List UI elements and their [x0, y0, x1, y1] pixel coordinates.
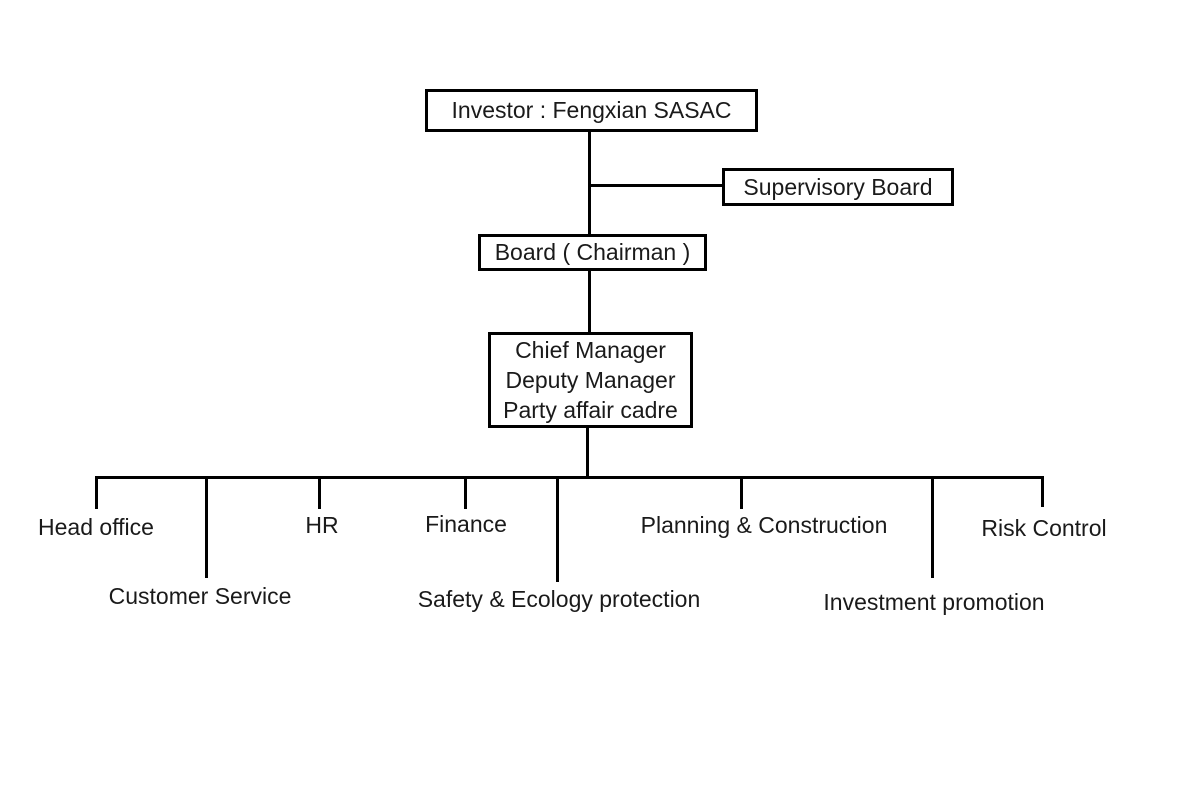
tick-planning-construction	[740, 476, 743, 509]
node-board-chairman: Board ( Chairman )	[478, 234, 707, 271]
connector-investor-to-board	[588, 131, 591, 234]
node-management-line-3: Party affair cadre	[503, 397, 678, 423]
node-supervisory-board: Supervisory Board	[722, 168, 954, 206]
dept-finance: Finance	[425, 511, 507, 537]
dept-risk-control: Risk Control	[981, 515, 1107, 541]
department-bus-line	[95, 476, 1044, 479]
node-investor: Investor : Fengxian SASAC	[425, 89, 758, 132]
dept-safety-ecology-protection: Safety & Ecology protection	[417, 586, 701, 612]
tick-finance	[464, 476, 467, 509]
dept-head-office: Head office	[38, 514, 154, 540]
connector-board-to-management	[588, 270, 591, 334]
tick-hr	[318, 476, 321, 509]
dept-investment-promotion: Investment promotion	[823, 589, 1045, 615]
connector-management-to-bus	[586, 427, 589, 478]
tick-customer-service	[205, 476, 208, 578]
node-management: Chief Manager Deputy Manager Party affai…	[488, 332, 693, 428]
node-management-line-1: Chief Manager	[515, 337, 666, 363]
dept-customer-service: Customer Service	[108, 583, 292, 609]
tick-head-office	[95, 476, 98, 509]
dept-hr: HR	[305, 512, 339, 538]
tick-safety-ecology	[556, 476, 559, 582]
dept-planning-construction: Planning & Construction	[640, 512, 888, 538]
node-management-line-2: Deputy Manager	[505, 367, 676, 393]
tick-investment-promotion	[931, 476, 934, 578]
connector-to-supervisory-board	[588, 184, 722, 187]
tick-risk-control	[1041, 476, 1044, 507]
